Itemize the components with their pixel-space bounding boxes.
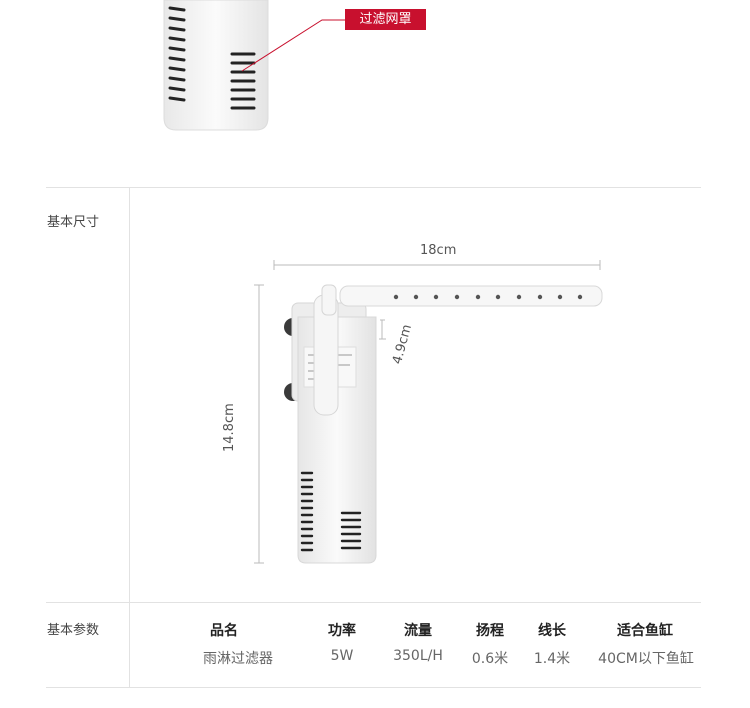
divider-top <box>46 187 701 188</box>
filter-mesh-callout: 过滤网罩 <box>345 9 426 30</box>
param-header-cable: 线长 <box>538 623 566 639</box>
param-value-cable: 1.4米 <box>533 651 571 667</box>
param-header-tank: 适合鱼缸 <box>617 623 673 639</box>
filter-closeup-image <box>163 0 269 131</box>
param-value-tank: 40CM以下鱼缸 <box>598 651 694 667</box>
column-divider <box>129 187 130 687</box>
width-dimension-label: 18cm <box>420 243 457 258</box>
param-value-flow: 350L/H <box>393 648 443 664</box>
param-header-power: 功率 <box>328 623 356 639</box>
size-section-label: 基本尺寸 <box>47 215 100 230</box>
param-value-power: 5W <box>330 648 354 664</box>
params-section-label: 基本参数 <box>47 623 100 638</box>
param-header-name: 品名 <box>210 623 238 639</box>
divider-bottom <box>46 687 701 688</box>
param-value-head: 0.6米 <box>471 651 509 667</box>
param-header-head: 扬程 <box>476 623 504 639</box>
param-header-flow: 流量 <box>404 623 432 639</box>
param-value-name: 雨淋过滤器 <box>203 651 273 667</box>
divider-middle <box>46 602 701 603</box>
callout-leader-line <box>241 19 346 72</box>
filter-dimension-drawing <box>254 260 603 564</box>
